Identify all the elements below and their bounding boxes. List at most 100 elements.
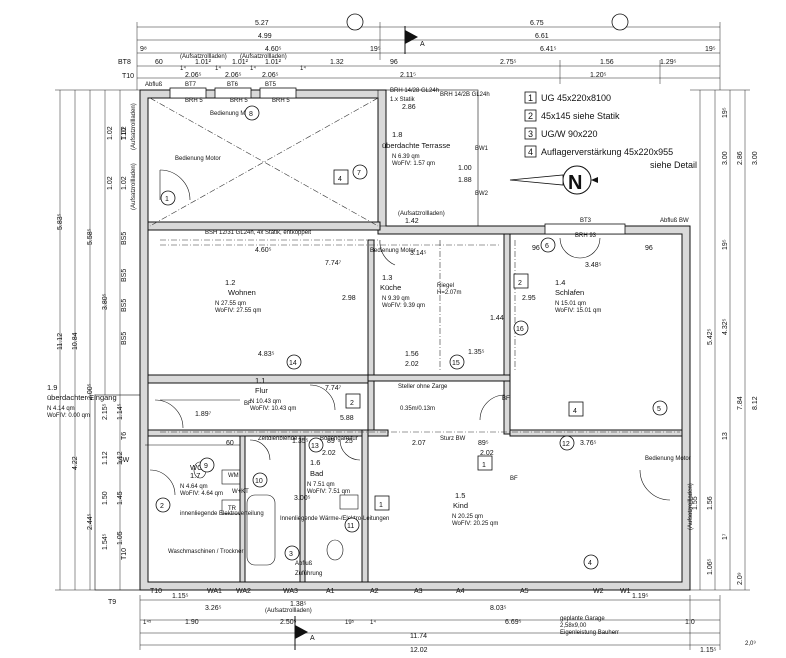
bottom-dim: 1.38⁵ [290,601,307,608]
top-dim: 9⁸ [140,46,147,53]
inner-dim: 1.35⁵ [292,438,309,445]
room-id: 1.8 [392,130,402,139]
top-dim: 6.61 [535,33,549,40]
right-dim: 1⁷ [722,533,729,540]
left-dim: 4.22 [72,456,79,470]
left-dim: 2.15⁵ [102,403,109,420]
top-dim: 2.06⁵ [225,72,242,79]
right-dim: 1.06⁵ [707,558,714,575]
room-id: 1.1 [255,376,265,385]
opening-label: T10 [121,548,128,560]
room-schlafen: 1.4 Schlafen N 15.01 qm WoFIV: 15.01 qm [555,278,601,314]
top-windows: BT7 BT6 BT5 Abfluß BW1 BW2 BT3 Abfluß BW… [145,82,689,239]
left-dim: 1.12 [102,451,109,465]
top-note: (Aufsatzrollladen) [180,54,227,60]
inner-dim: 7.74⁷ [325,385,342,392]
opening-label: WA1 [207,588,222,595]
inner-dim: 1.88 [458,177,472,184]
left-dim: 1.50 [102,491,109,505]
top-dim: 1.20⁵ [590,72,607,79]
inner-dim: 3.76⁵ [580,440,597,447]
opening-label: W1 [620,588,631,595]
bottom-dim: 1.0 [685,619,695,626]
annotation: BRH 14/2B GL24h [440,92,490,98]
opening-label: T6 [121,432,128,440]
room-name: Wohnen [228,288,256,297]
box-marker: 1 [482,462,486,469]
circle-marker: 8 [249,111,253,118]
room-id: 1.4 [555,278,565,287]
annotation: Bedienung Motor [645,456,691,462]
box-marker: 1 [379,502,383,509]
bath-fixtures [193,461,359,566]
inner-dim: 2.95 [522,295,536,302]
annotation: TR [228,506,237,512]
room-name: WC [190,463,203,472]
top-dim: 1.01² [195,59,212,66]
top-dim: 96 [390,59,398,66]
inner-dim: 60 [226,440,234,447]
circle-marker: 2 [160,503,164,510]
room-area: N 20.25 qm [452,514,483,520]
opening-label: BT3 [580,218,592,224]
room-name: Küche [380,283,401,292]
top-dim: 60 [155,59,163,66]
inner-dim: 4.60⁵ [255,247,272,254]
room-area: WoFIV: 27.55 qm [215,308,261,314]
right-dim: 13 [722,432,729,440]
top-dim-sub: 1⁴ [180,65,186,72]
opening-label: T10 [122,73,134,80]
top-dim: 2.06⁵ [262,72,279,79]
left-dim: 5.83⁵ [57,213,64,230]
circle-marker: 6 [545,243,549,250]
top-dim-sub: 1⁴ [215,65,221,72]
left-dim: 1.14⁵ [117,403,124,420]
room-wc: 1.7 WC N 4.64 qm WoFIV: 4.64 qm [180,463,223,497]
top-dim: 4.99 [258,33,272,40]
top-dimension-chains: 5.27 6.75 4.99 6.61 9⁸ 4.60⁵ 19⁵ 6.41⁵ 1… [118,13,721,90]
annotation: BRH 5 [272,98,290,104]
right-dim: 5.42⁵ [707,328,714,345]
doors [149,169,671,501]
opening-label: W2 [593,588,604,595]
inner-dim: 2.86 [402,104,416,111]
annotation: Steller ohne Zarge [398,384,448,390]
legend-text: siehe Detail [650,160,697,170]
room-area: N 4.14 qm [47,406,75,412]
bottom-dim: 2.50⁵ [280,619,297,626]
opening-label: BT7 [185,82,197,88]
annotation: 1.x Statik [390,97,416,103]
inner-dim: 2.02 [480,450,494,457]
room-flur: 1.1 Flur N 10.43 qm WoFIV: 10.43 qm [250,376,296,412]
annotation: 0.35m/0.13m [400,406,435,412]
bottom-dim: 8.03⁵ [490,605,507,612]
annotation: BF [510,476,518,482]
room-name: Schlafen [555,288,584,297]
opening-label: WA2 [236,588,251,595]
opening-label: T9 [108,599,116,606]
inner-dim: 96 [532,245,540,252]
inner-dim: 2.98 [342,295,356,302]
right-dim: 3.00 [722,151,729,165]
right-dim: 19⁵ [722,107,729,118]
room-name: Kind [453,501,468,510]
opening-label: A2 [370,588,379,595]
room-name: Bad [310,469,323,478]
box-marker: 4 [573,408,577,415]
left-dim: 1.02 [121,126,128,140]
top-dim-sub: 1⁴ [250,65,256,72]
circle-marker: 1 [165,196,169,203]
opening-label: BT6 [227,82,239,88]
annotation: BF [244,401,252,407]
top-dim: 1.32 [330,59,344,66]
right-dim: 1.55 [692,496,699,510]
right-dim: 2.86 [737,151,744,165]
annotation: WM [228,473,239,479]
opening-label: A4 [456,588,465,595]
circle-marker: 5 [657,406,661,413]
left-dim: 1.02 [121,176,128,190]
annotations: BSH 12/31 GL24h, 4x Statik, entkoppelt R… [168,92,691,577]
annotation: BRH 14/28 GL24h [390,88,439,94]
inner-dim: 2.02 [322,450,336,457]
legend-text: UG/W 90x220 [541,129,598,139]
